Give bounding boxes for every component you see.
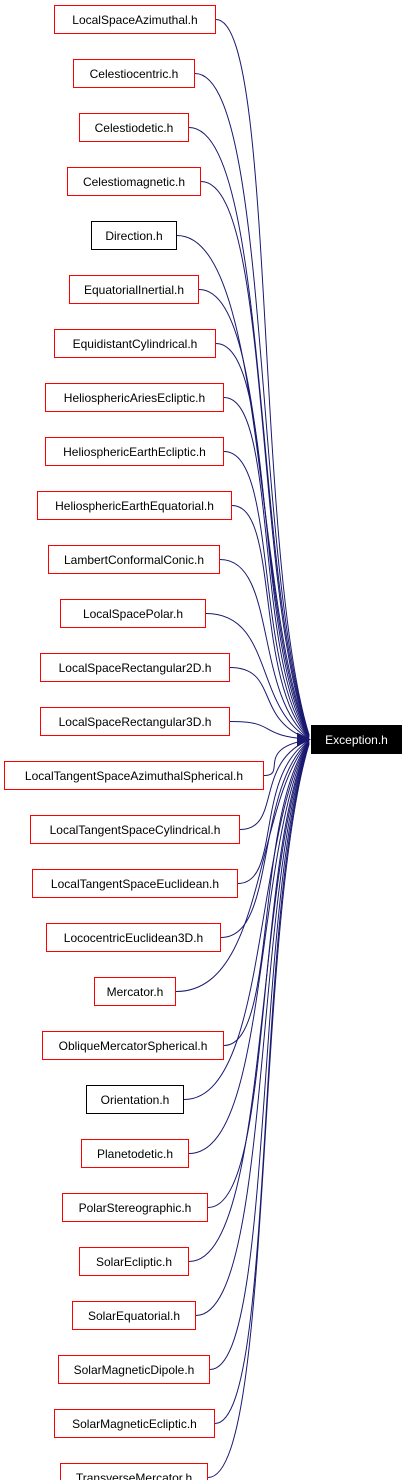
dependency-edge — [229, 721, 310, 740]
dependency-edge — [175, 740, 310, 992]
source-node[interactable]: LococentricEuclidean3D.h — [46, 923, 221, 952]
source-node[interactable]: LocalTangentSpaceCylindrical.h — [30, 815, 240, 844]
dependency-edge — [214, 743, 310, 1424]
source-node[interactable]: Mercator.h — [94, 977, 176, 1006]
dependency-edge — [223, 741, 310, 1046]
source-node[interactable]: LocalSpaceAzimuthal.h — [54, 5, 216, 34]
source-node[interactable]: Planetodetic.h — [81, 1139, 189, 1168]
dependency-edge — [188, 741, 310, 1154]
source-node[interactable]: SolarEcliptic.h — [79, 1247, 189, 1276]
dependency-edge — [263, 739, 310, 776]
source-node[interactable]: LocalSpaceRectangular3D.h — [40, 707, 230, 736]
source-node[interactable]: SolarEquatorial.h — [72, 1301, 196, 1330]
dependency-edge — [205, 613, 310, 740]
dependency-edge — [220, 740, 310, 938]
dependency-edge — [200, 181, 310, 737]
dependency-edge — [215, 343, 310, 738]
source-node[interactable]: HeliosphericEarthEquatorial.h — [37, 491, 232, 520]
source-node[interactable]: LocalTangentSpaceEuclidean.h — [32, 869, 238, 898]
dependency-edge — [239, 739, 310, 830]
source-node[interactable]: Orientation.h — [86, 1085, 184, 1114]
source-node[interactable]: EquidistantCylindrical.h — [54, 329, 216, 358]
source-node[interactable]: HeliosphericEarthEcliptic.h — [45, 437, 224, 466]
source-node[interactable]: TransverseMercator.h — [60, 1463, 208, 1480]
dependency-edge — [237, 739, 310, 884]
source-node[interactable]: LocalTangentSpaceAzimuthalSpherical.h — [4, 761, 264, 790]
dependency-edge — [219, 559, 310, 739]
source-node[interactable]: HeliosphericAriesEcliptic.h — [45, 383, 224, 412]
dependency-edge — [188, 127, 310, 736]
source-node[interactable]: Celestiocentric.h — [73, 59, 195, 88]
source-node[interactable]: LocalSpaceRectangular2D.h — [40, 653, 230, 682]
dependency-edge — [231, 505, 310, 739]
dependency-edge — [223, 451, 310, 738]
source-node[interactable]: PolarStereographic.h — [62, 1193, 208, 1222]
source-node[interactable]: Celestiodetic.h — [79, 113, 189, 142]
source-node[interactable]: SolarMagneticDipole.h — [58, 1355, 210, 1384]
arrowhead-icon — [297, 732, 311, 747]
dependency-edge — [209, 743, 310, 1370]
dependency-edge — [188, 742, 310, 1262]
source-node[interactable]: Direction.h — [91, 221, 177, 250]
source-node[interactable]: Celestiomagnetic.h — [67, 167, 201, 196]
dependency-edge — [207, 744, 310, 1478]
source-node[interactable]: ObliqueMercatorSpherical.h — [42, 1031, 224, 1060]
dependency-edge — [176, 235, 310, 737]
source-node[interactable]: LambertConformalConic.h — [48, 545, 220, 574]
source-node[interactable]: EquatorialInertial.h — [69, 275, 199, 304]
dependency-edge — [223, 397, 310, 738]
source-node[interactable]: SolarMagneticEcliptic.h — [54, 1409, 215, 1438]
dependency-edge — [207, 742, 310, 1208]
dependency-edge — [229, 667, 310, 740]
source-node[interactable]: LocalSpacePolar.h — [60, 599, 206, 628]
dependency-edge — [183, 741, 310, 1100]
dependency-edge — [195, 742, 310, 1316]
exception-h-node[interactable]: Exception.h — [311, 725, 402, 754]
dependency-edge — [215, 19, 310, 735]
dependency-edge — [194, 73, 310, 736]
